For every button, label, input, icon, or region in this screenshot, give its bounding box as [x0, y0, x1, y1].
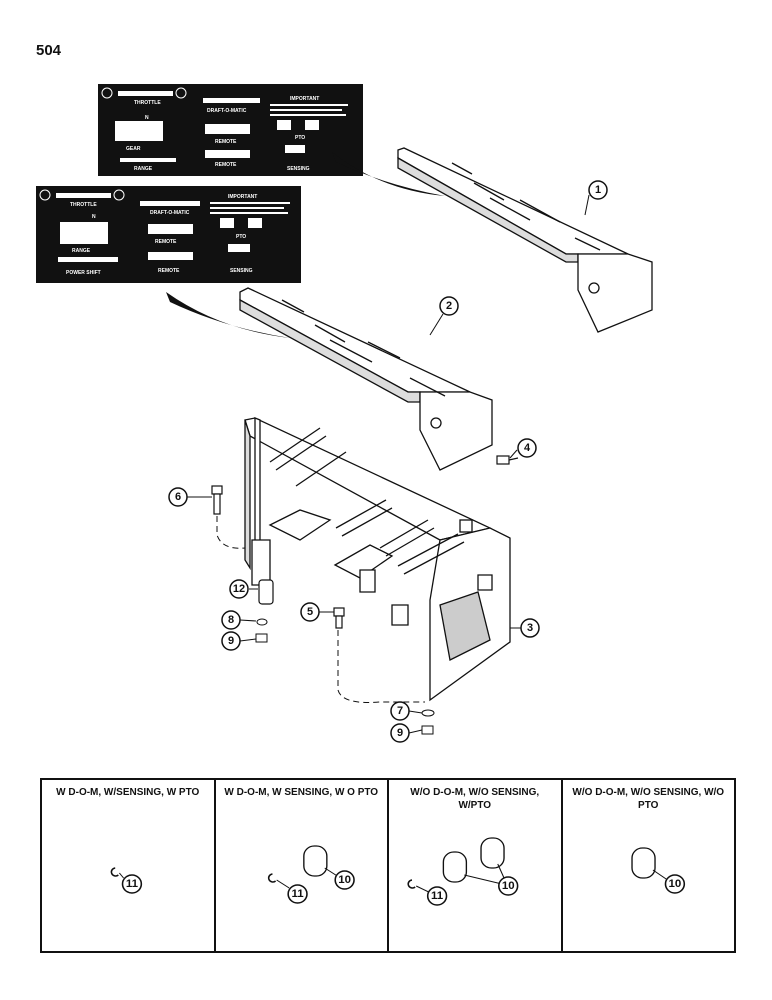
decal-upper-important: IMPORTANT	[290, 96, 319, 102]
callout-7: 7	[390, 701, 410, 721]
variant-cell-4: 10 W/O D-O-M, W/O SENSING, W/O PTO	[563, 780, 735, 951]
bolt-part-5	[333, 607, 345, 629]
variant-cell-1: 11 W D-O-M, W/SENSING, W PTO	[42, 780, 216, 951]
callout-4: 4	[517, 438, 537, 458]
clip-part-11	[267, 873, 276, 883]
callout-12: 12	[229, 579, 249, 599]
bolt-part-6	[211, 485, 223, 515]
clip-part-11	[110, 867, 119, 877]
decal-lower-n: N	[92, 214, 96, 220]
decal-lower: THROTTLE N RANGE POWER SHIFT DRAFT-O-MAT…	[36, 186, 301, 283]
decal-lower-throttle: THROTTLE	[70, 202, 97, 208]
decal-lower-sensing: SENSING	[230, 268, 253, 274]
spacer-part-10	[630, 847, 656, 879]
svg-text:8: 8	[228, 614, 234, 626]
svg-text:11: 11	[291, 888, 303, 900]
svg-text:10: 10	[668, 878, 681, 890]
variant-cell-2: 10 11 W D-O-M, W SENSING, W O PTO	[216, 780, 389, 951]
assembly-line-bolt	[216, 516, 246, 549]
variant-title-2: W D-O-M, W SENSING, W O PTO	[224, 787, 379, 798]
spacer-part-12	[258, 579, 274, 605]
variant-3-callout-11: 11	[426, 886, 448, 906]
callout-5: 5	[300, 602, 320, 622]
svg-text:5: 5	[307, 606, 313, 618]
decal-upper-gear: GEAR	[126, 146, 141, 152]
callout-1: 3	[520, 618, 540, 638]
svg-text:12: 12	[233, 583, 245, 595]
variant-2-callout-10: 10	[333, 870, 355, 890]
variant-table: 11 W D-O-M, W/SENSING, W PTO 10 11 W D-O…	[40, 778, 736, 953]
variant-3-callout-10: 10	[498, 876, 519, 896]
callout-6: 6	[168, 487, 188, 507]
page-number: 504	[36, 42, 62, 59]
variant-title-4: W/O D-O-M, W/O SENSING, W/O PTO	[572, 787, 725, 811]
svg-text:11: 11	[431, 890, 443, 902]
decal-lower-important: IMPORTANT	[228, 194, 257, 200]
variant-title-3: W/O D-O-M, W/O SENSING, W/PTO	[410, 787, 540, 811]
callout-8: 8	[221, 610, 241, 630]
cover-part-3	[397, 147, 653, 333]
variant-4-callout-10: 10	[664, 874, 685, 894]
decal-upper-draft: DRAFT-O-MATIC	[207, 108, 247, 114]
cover-part-2	[239, 287, 493, 471]
callout-2: 2	[439, 296, 459, 316]
svg-text:1: 1	[595, 184, 601, 196]
nut-part-9	[255, 633, 268, 643]
clip-part-11	[407, 879, 416, 889]
exploded-parts-diagram: THROTTLE N GEAR RANGE DRAFT-O-MATIC REMO…	[36, 84, 653, 743]
svg-text:9: 9	[397, 727, 403, 739]
washer-part-7	[421, 709, 435, 717]
svg-text:11: 11	[126, 878, 138, 890]
decal-upper-range: RANGE	[134, 166, 153, 172]
decal-lower-remote2: REMOTE	[158, 268, 180, 274]
svg-text:9: 9	[228, 635, 234, 647]
variant-2-callout-11: 11	[286, 884, 308, 904]
callout-3: 1	[588, 180, 608, 200]
decal-lower-pto: PTO	[236, 234, 246, 240]
decal-lower-remote1: REMOTE	[155, 239, 177, 245]
svg-text:6: 6	[175, 491, 181, 503]
decal-lower-range: RANGE	[72, 248, 91, 254]
callout-9-left: 9	[221, 631, 241, 651]
decal-upper-throttle: THROTTLE	[134, 100, 161, 106]
svg-text:10: 10	[338, 874, 351, 886]
decal-upper: THROTTLE N GEAR RANGE DRAFT-O-MATIC REMO…	[98, 84, 363, 176]
assembly-line-bolt-5	[337, 630, 425, 703]
decal-upper-pto: PTO	[295, 135, 305, 141]
svg-text:4: 4	[524, 442, 531, 454]
variant-title-1: W D-O-M, W/SENSING, W PTO	[56, 787, 200, 798]
svg-text:3: 3	[527, 622, 533, 634]
nut-part-9-right	[421, 725, 434, 735]
variant-1-callout-11: 11	[121, 874, 143, 894]
frame-part-1	[244, 417, 511, 702]
washer-part-8	[256, 618, 268, 626]
svg-text:10: 10	[502, 880, 515, 892]
decal-upper-n: N	[145, 115, 149, 121]
screw-part-4	[496, 455, 519, 465]
decal-lower-draft: DRAFT-O-MATIC	[150, 210, 190, 216]
callout-9-right: 9	[390, 723, 410, 743]
variant-cell-3: 10 11 W/O D-O-M, W/O SENSING, W/PTO	[389, 780, 563, 951]
decal-upper-remote1: REMOTE	[215, 139, 237, 145]
decal-lower-power-shift: POWER SHIFT	[66, 270, 101, 276]
spacer-part-10	[302, 845, 328, 877]
spacer-part-10-a	[442, 851, 468, 883]
svg-text:2: 2	[446, 300, 452, 312]
decal-upper-sensing: SENSING	[287, 166, 310, 172]
decal-upper-remote2: REMOTE	[215, 162, 237, 168]
spacer-part-10-b	[480, 837, 505, 869]
svg-text:7: 7	[397, 705, 403, 717]
